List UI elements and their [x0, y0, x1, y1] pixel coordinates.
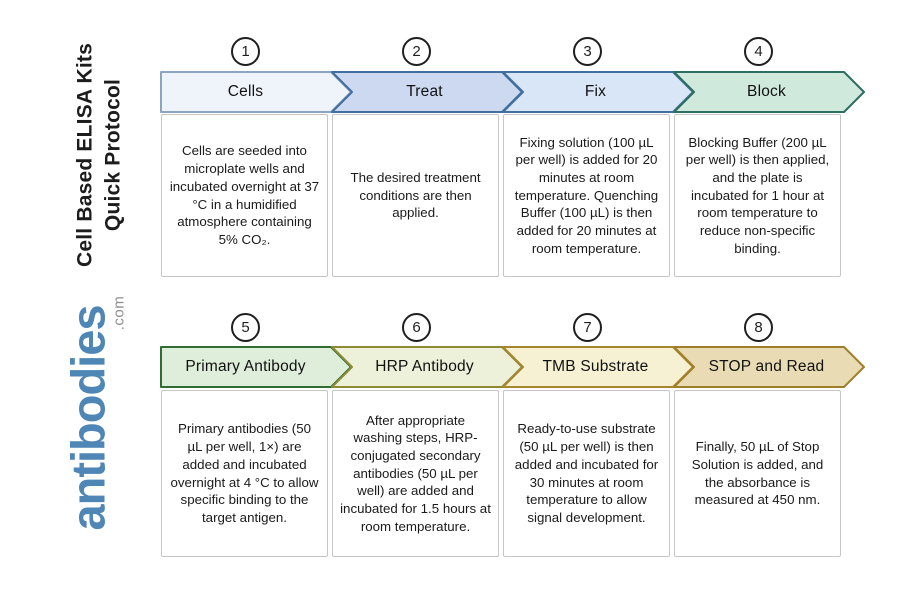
- step-label: Fix: [584, 83, 607, 100]
- step-number-badge: 4: [744, 37, 773, 66]
- step-number-badge: 6: [402, 313, 431, 342]
- step-arrow-chevron: [673, 71, 865, 113]
- protocol-title-line1: Cell Based ELISA Kits: [73, 43, 97, 267]
- step-description: Cells are seeded into microplate wells a…: [169, 143, 320, 247]
- step-description: Finally, 50 µL of Stop Solution is added…: [691, 439, 824, 508]
- protocol-title-line2: Quick Protocol: [102, 78, 125, 232]
- step-description: Primary antibodies (50 µL per well, 1×) …: [170, 421, 319, 525]
- step-description-box: Cells are seeded into microplate wells a…: [161, 114, 328, 277]
- step-description: Blocking Buffer (200 µL per well) is the…: [685, 134, 830, 256]
- step-description-box: The desired treatment conditions are the…: [332, 114, 499, 277]
- step-label: Treat: [406, 83, 443, 100]
- step-description: Ready-to-use substrate (50 µL per well) …: [514, 421, 659, 525]
- step-label: Block: [747, 83, 786, 100]
- step-description: Fixing solution (100 µL per well) is add…: [514, 134, 659, 256]
- step-number-badge: 2: [402, 37, 431, 66]
- step-description: The desired treatment conditions are the…: [350, 169, 481, 221]
- step-label: TMB Substrate: [542, 358, 649, 375]
- step-description-box: After appropriate washing steps, HRP-con…: [332, 390, 499, 557]
- brand-logo-suffix-text: .com: [110, 295, 128, 331]
- step-label: HRP Antibody: [375, 358, 474, 375]
- step-label: Primary Antibody: [185, 358, 306, 375]
- step-number-badge: 7: [573, 313, 602, 342]
- step-label: STOP and Read: [708, 358, 825, 375]
- step-description-box: Fixing solution (100 µL per well) is add…: [503, 114, 670, 277]
- step-description-box: Ready-to-use substrate (50 µL per well) …: [503, 390, 670, 557]
- step-description: After appropriate washing steps, HRP-con…: [340, 412, 491, 534]
- step-number-badge: 5: [231, 313, 260, 342]
- step-description-box: Finally, 50 µL of Stop Solution is added…: [674, 390, 841, 557]
- step-description-box: Blocking Buffer (200 µL per well) is the…: [674, 114, 841, 277]
- step-number-badge: 1: [231, 37, 260, 66]
- brand-logo-text: antibodies: [61, 305, 115, 531]
- step-arrow-chevron: [673, 346, 865, 388]
- step-number-badge: 3: [573, 37, 602, 66]
- step-number-badge: 8: [744, 313, 773, 342]
- step-label: Cells: [227, 83, 264, 100]
- step-description-box: Primary antibodies (50 µL per well, 1×) …: [161, 390, 328, 557]
